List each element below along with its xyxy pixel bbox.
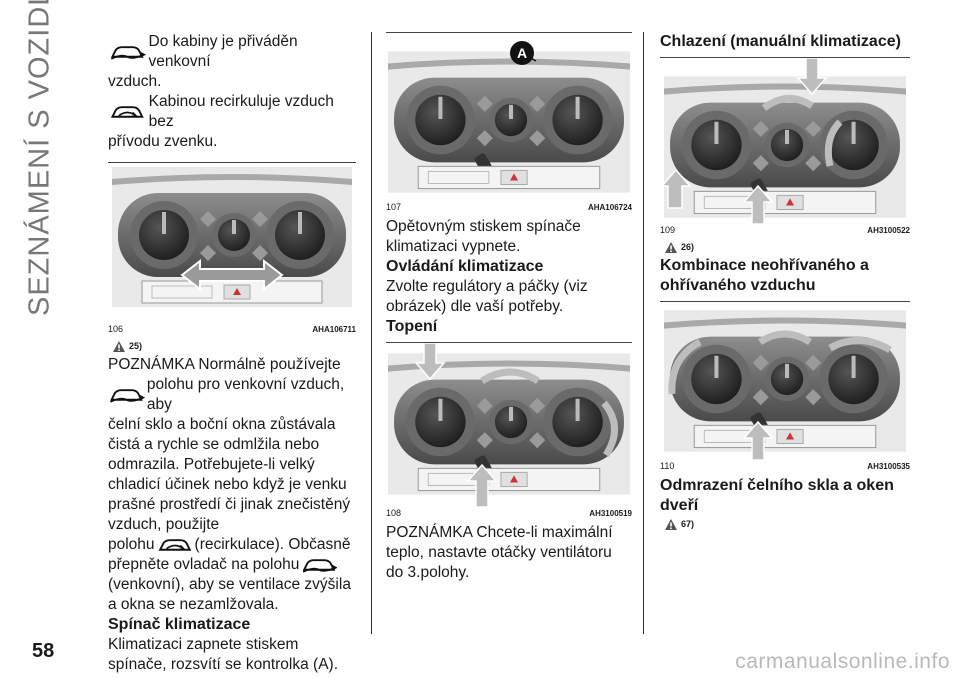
recirc-text-cont: přívodu zvenku. [108,133,218,150]
rotate-arrow-icon [824,119,843,167]
note-intro: POZNÁMKA Normálně používejte [108,356,341,373]
column-1: Do kabiny je přiváděn venkovní vzduch. K… [108,32,356,675]
figure-number: 109 [660,225,676,235]
note-end: (venkovní), aby se ventilace zvýšila a o… [108,576,351,613]
double-arrow-icon [180,258,284,292]
arrow-up-icon [466,463,498,507]
heading-air-mix: Kombinace neohřívaného a ohřívaného vzdu… [660,257,869,294]
figure-number: 106 [108,324,124,334]
figure-code: AH3100519 [589,509,632,518]
rotate-arrow-icon [761,95,814,111]
figure-code: AH3100535 [867,462,910,471]
figure-code: AHA106711 [312,325,356,334]
climate-panel-illustration [664,309,906,460]
fresh-air-text-cont: vzduch. [108,73,162,90]
figure-109: 109 AH3100522 [660,57,910,236]
arrow-up-icon [660,168,692,209]
figure-110: 110 AH3100535 [660,301,910,472]
heading-defrost: Odmrazení čelního skla a oken dveří [660,477,894,514]
recirculation-car-icon [108,104,147,121]
warning-icon [664,241,678,254]
recirculation-car-icon [157,537,193,554]
heading-ac-switch: Spínač klimatizace [108,616,251,633]
arrow-down-icon [414,343,446,381]
warning-icon [664,518,678,531]
ac-off-text: Opětovným stiskem spínače klimatizaci vy… [386,218,581,255]
recirc-text: Kabinou recirkuluje vzduch bez [148,93,334,130]
rotate-arrow-icon [828,336,892,354]
arrow-up-icon [742,184,774,224]
watermark: carmanualsonline.info [735,650,950,673]
heating-note: POZNÁMKA Chcete-li maximální teplo, nast… [386,524,613,581]
figure-number: 107 [386,202,402,212]
note-line: polohu (recirkulace). Občasně [108,536,351,554]
figure-number: 108 [386,508,402,518]
figure-108: 108 AH3100519 [386,342,632,519]
page-number: 58 [32,640,55,662]
climate-panel-illustration [660,58,906,224]
section-title: SEZNÁMENÍ S VOZIDLEM [23,0,56,316]
callout-label: A [517,45,527,61]
climate-panel-illustration [388,343,630,507]
figure-106: 106 AHA106711 [108,162,356,335]
note-line: přepněte ovladač na polohu [108,555,356,575]
note-reference: 26) [664,240,910,254]
column-2: A 107 AHA106724 Opětovným stiskem spínač… [386,32,632,583]
column-divider [643,32,644,634]
ac-control-text: Zvolte regulátory a páčky (viz obrázek) … [386,278,588,315]
figure-107: A 107 AHA106724 [386,32,632,213]
note-reference: 67) [664,517,910,531]
callout-marker [510,41,534,65]
rotate-arrow-icon [601,400,618,457]
figure-code: AH3100522 [867,226,910,235]
arrow-down-icon [796,58,828,96]
note-reference: 25) [112,339,356,353]
fresh-air-car-icon [108,44,147,61]
fresh-air-text: Do kabiny je přiváděn venkovní [148,33,298,70]
ac-switch-text: Klimatizaci zapnete stiskem spínače, roz… [108,636,339,673]
figure-code: AHA106724 [587,203,632,212]
heading-cooling: Chlazení (manuální klimatizace) [660,33,901,50]
heading-ac-control: Ovládání klimatizace [386,258,544,275]
column-divider [371,32,372,634]
arrow-up-icon [742,420,774,460]
rotate-arrow-icon [758,330,812,346]
column-3: Chlazení (manuální klimatizace) 109 AH31… [660,32,910,533]
note-body: čelní sklo a boční okna zůstávala čistá … [108,416,351,533]
heading-heating: Topení [386,318,438,335]
fresh-air-car-icon [108,387,145,404]
climate-panel-illustration: A [388,41,630,194]
note-line: polohu pro venkovní vzduch, aby [108,375,356,415]
rotate-arrow-icon [668,338,702,395]
rotate-arrow-icon [480,368,540,385]
recirc-line: Kabinou recirkuluje vzduch bez [108,92,356,132]
fresh-air-line: Do kabiny je přiváděn venkovní [108,32,356,72]
fresh-air-car-icon [301,557,337,574]
climate-panel-illustration [112,167,352,307]
warning-icon [112,340,126,353]
figure-number: 110 [660,461,675,471]
